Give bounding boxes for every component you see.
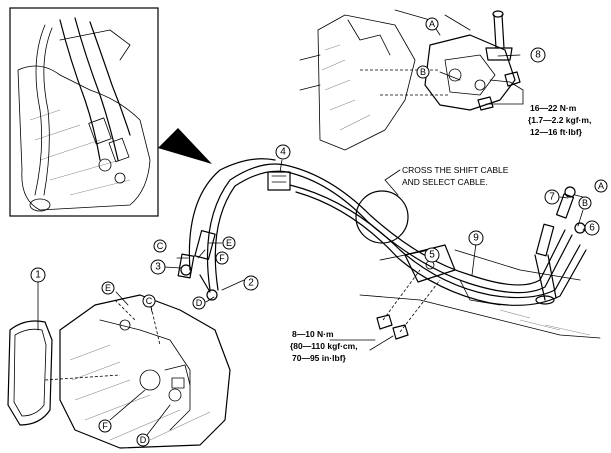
svg-text:D: D [140,435,147,445]
letter-f-low: F [98,419,112,433]
callout-1-label: 1 [35,270,41,281]
svg-text:A: A [429,19,435,29]
cross-cable-note: CROSS THE SHIFT CABLE AND SELECT CABLE. [402,165,509,187]
torque-top-line2: {1.7—2.2 kgf·m, [528,115,591,125]
torque-top-line1: 16—22 N·m [530,103,577,113]
callout-6-label: 6 [589,223,595,234]
svg-text:F: F [102,421,108,431]
callout-8: 8 [530,47,546,63]
svg-text:E: E [226,238,232,248]
letter-d-mid: D [192,296,206,310]
callout-6: 6 [584,220,600,236]
callout-5-label: 5 [429,250,435,261]
cross-point-circle [355,190,409,244]
callout-leaders [37,14,586,436]
callout-7-label: 7 [549,192,555,203]
letter-c-low: C [142,294,156,308]
torque-bottom-line1: 8—10 N·m [292,329,334,339]
callout-3-label: 3 [155,262,161,273]
callout-9-label: 9 [473,233,479,244]
torque-spec-bottom: 8—10 N·m {80—110 kgf·cm, 70—95 in·lbf} [290,329,358,363]
cross-note-line1: CROSS THE SHIFT CABLE [402,165,509,175]
letter-f-mid: F [215,251,229,265]
svg-text:B: B [420,67,426,77]
callout-8-label: 8 [535,50,541,61]
svg-text:C: C [146,296,153,306]
torque-bottom-line3: 70—95 in·lbf} [292,353,347,363]
svg-text:C: C [157,241,164,251]
svg-text:D: D [196,298,203,308]
torque-bottom-line2: {80—110 kgf·cm, [290,341,358,351]
shift-and-select-cables [177,158,587,306]
letter-c-mid: C [153,239,167,253]
callout-4: 4 [275,144,291,160]
vehicle-floor-outline [359,249,601,339]
svg-text:E: E [105,283,111,293]
callout-9: 9 [468,230,484,246]
cross-note-line2: AND SELECT CABLE. [402,177,488,187]
letter-a-right: A [594,179,608,193]
torque-spec-top: 16—22 N·m {1.7—2.2 kgf·m, 12—16 ft·lbf} [528,103,591,137]
callout-4-label: 4 [280,147,286,158]
letter-d-low: D [136,433,150,447]
callout-1: 1 [30,267,46,283]
callout-7: 7 [544,189,560,205]
inset-detail-view [9,7,159,217]
inset-pointer [158,128,212,164]
shift-lever-assembly [299,9,521,151]
bracket-nuts [376,269,441,340]
callout-2: 2 [243,275,259,291]
svg-text:A: A [598,181,604,191]
svg-text:F: F [219,253,225,263]
letter-a-top: A [425,17,439,31]
transmission-assembly [7,294,231,449]
callout-2-label: 2 [248,278,254,289]
letter-e-mid: E [222,236,236,250]
callout-5: 5 [424,247,440,263]
callout-3: 3 [150,259,166,275]
svg-text:B: B [582,198,588,208]
letter-b-top: B [416,65,430,79]
torque-top-line3: 12—16 ft·lbf} [530,127,583,137]
letter-e-low: E [101,281,115,295]
letter-b-right: B [578,196,592,210]
